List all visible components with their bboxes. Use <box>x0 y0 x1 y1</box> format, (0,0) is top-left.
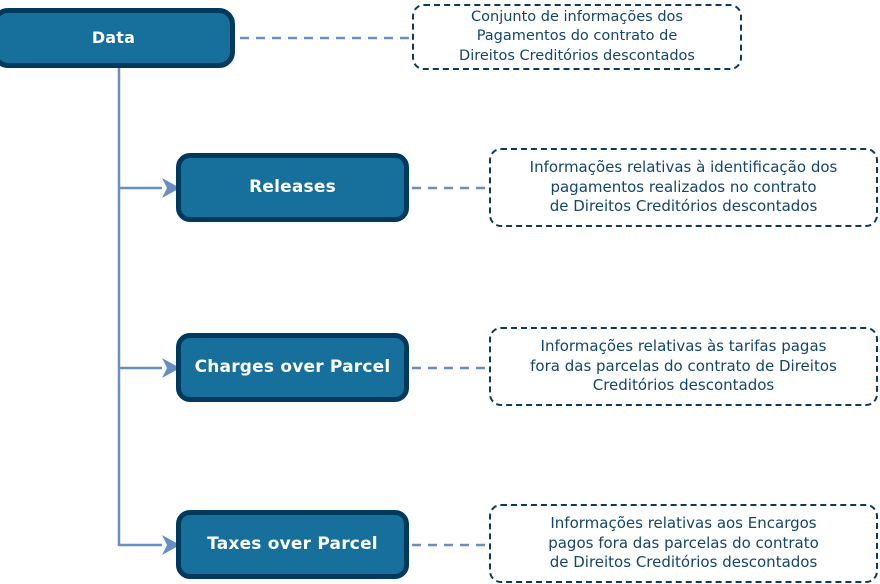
node-charges-over-parcel[interactable]: Charges over Parcel <box>176 333 409 402</box>
node-releases[interactable]: Releases <box>176 153 409 222</box>
node-data[interactable]: Data <box>0 8 235 68</box>
description-taxes-over-parcel: Informações relativas aos Encargos pagos… <box>489 504 878 583</box>
arrowhead-charges <box>162 358 180 378</box>
arrowhead-taxes <box>162 535 180 555</box>
arrowhead-releases <box>162 178 180 198</box>
description-releases: Informações relativas à identificação do… <box>489 148 878 227</box>
node-releases-label: Releases <box>249 177 336 198</box>
description-charges-over-parcel-text: Informações relativas às tarifas pagas f… <box>530 336 837 395</box>
node-taxes-over-parcel-label: Taxes over Parcel <box>207 534 378 555</box>
description-taxes-over-parcel-text: Informações relativas aos Encargos pagos… <box>548 513 819 572</box>
description-data-text: Conjunto de informações dos Pagamentos d… <box>459 9 695 64</box>
node-charges-over-parcel-label: Charges over Parcel <box>194 357 391 378</box>
description-releases-text: Informações relativas à identificação do… <box>529 157 838 216</box>
node-data-label: Data <box>91 28 136 48</box>
description-data: Conjunto de informações dos Pagamentos d… <box>412 4 742 70</box>
node-taxes-over-parcel[interactable]: Taxes over Parcel <box>176 510 409 579</box>
description-charges-over-parcel: Informações relativas às tarifas pagas f… <box>489 327 878 406</box>
